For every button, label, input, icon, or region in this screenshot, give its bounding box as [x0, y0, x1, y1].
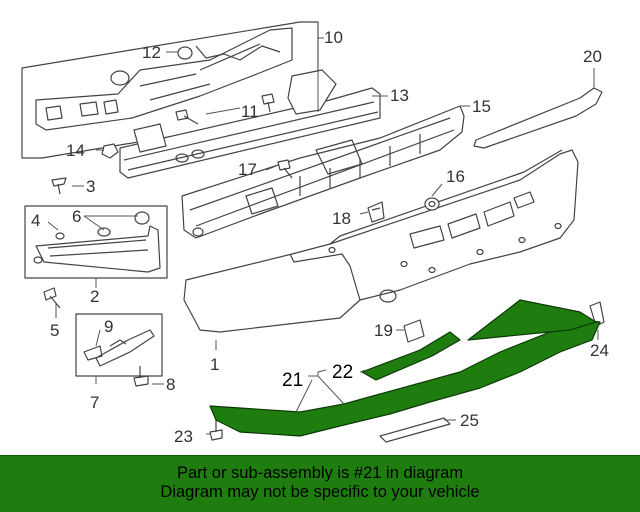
part-15-energy-absorber [181, 105, 465, 239]
callout-17: 17 [238, 160, 257, 179]
callout-6: 6 [72, 207, 81, 226]
callout-23: 23 [174, 427, 193, 446]
part-14-nut [101, 143, 119, 159]
part-2-side-bracket-group [24, 205, 168, 279]
callout-2: 2 [90, 287, 99, 306]
part-20-reflector [473, 87, 603, 149]
callout-12: 12 [142, 43, 161, 62]
part-13-impact-bar [119, 69, 381, 179]
callout-13: 13 [390, 86, 409, 105]
leader-lines [47, 22, 599, 435]
callout-10: 10 [324, 28, 343, 47]
part-12-grommet [110, 70, 130, 86]
callout-9: 9 [104, 317, 113, 336]
part-18-bracket [367, 201, 385, 223]
part-12-ring [177, 46, 193, 60]
footer-line-2: Diagram may not be specific to your vehi… [160, 483, 480, 501]
part-16-fastener [424, 197, 440, 211]
part-3-pushpin [51, 177, 67, 195]
callout-3: 3 [86, 177, 95, 196]
callout-20: 20 [583, 47, 602, 66]
callout-16: 16 [446, 167, 465, 186]
part-25-trim-strip [379, 417, 451, 443]
callout-8: 8 [166, 375, 175, 394]
footer-line-1: Part or sub-assembly is #21 in diagram [176, 464, 464, 482]
callout-19: 19 [374, 321, 393, 340]
callout-21: 21 [282, 370, 303, 391]
part-7-bracket-group [75, 313, 163, 377]
callout-14: 14 [66, 141, 85, 160]
part-24-clip [589, 301, 605, 327]
parts-diagram: 10 12 13 11 15 20 14 17 16 3 4 6 18 2 1 … [21, 21, 609, 446]
part-11-bolt-b [261, 93, 275, 113]
callout-22: 22 [332, 362, 353, 383]
callout-25: 25 [460, 411, 479, 430]
hardware [43, 93, 293, 441]
footer-banner: Part or sub-assembly is #21 in diagram D… [0, 455, 640, 512]
callout-15: 15 [472, 97, 491, 116]
part-21-lower-valance [209, 299, 601, 437]
callout-11: 11 [241, 102, 259, 121]
callout-4: 4 [31, 211, 40, 230]
callout-18: 18 [332, 209, 351, 228]
callout-7: 7 [90, 393, 99, 412]
callout-5: 5 [50, 321, 59, 340]
part-5-bolt [43, 287, 61, 309]
part-17-screw [277, 159, 293, 179]
part-11-bolt [175, 109, 199, 125]
part-8-bolt [133, 366, 149, 387]
part-19-cap [403, 319, 425, 343]
callout-24: 24 [590, 341, 609, 360]
callout-1: 1 [210, 355, 219, 374]
